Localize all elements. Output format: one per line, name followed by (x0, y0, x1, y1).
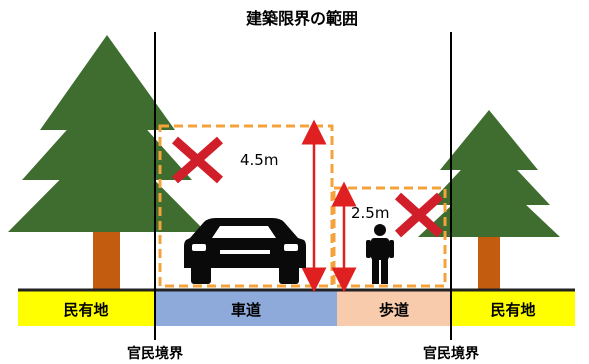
private-land-left (18, 290, 155, 326)
diagram-title: 建築限界の範囲 (246, 9, 358, 28)
tree-icon (8, 35, 206, 290)
zone-label-right-private: 民有地 (490, 301, 535, 319)
zone-label-sidewalk: 歩道 (379, 301, 409, 319)
pedestrian-icon (366, 224, 394, 284)
cross-icon (172, 136, 223, 184)
zone-label-left-private: 民有地 (63, 301, 108, 319)
roadway-band (155, 290, 337, 326)
cross-icon (394, 192, 444, 238)
boundary-label-right: 官民境界 (423, 345, 480, 362)
tree-icon (418, 110, 560, 290)
sidewalk-band (337, 290, 451, 326)
roadway-height-label: 4.5m (240, 151, 278, 169)
private-land-right (451, 290, 575, 326)
boundary-label-left: 官民境界 (127, 345, 184, 362)
car-icon (184, 218, 306, 284)
zone-label-roadway: 車道 (231, 301, 261, 319)
sidewalk-height-label: 2.5m (351, 204, 389, 222)
